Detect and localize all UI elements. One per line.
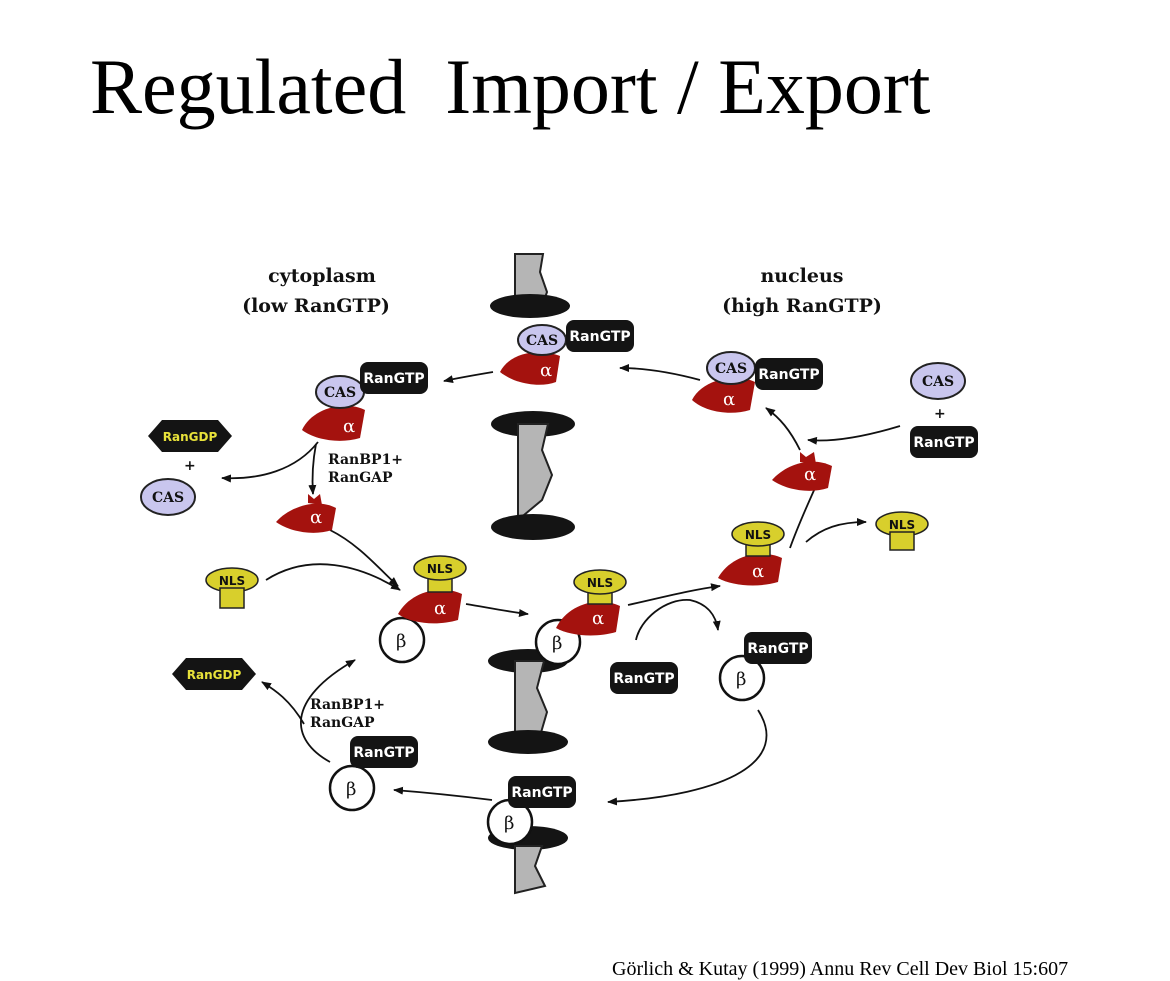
nuclear-pore-middle: [491, 411, 575, 540]
nls-cargo-nucleus: NLS: [875, 511, 929, 551]
rangdp-label: RanGDP: [163, 430, 218, 444]
alpha-symbol: α: [434, 598, 446, 619]
nls-label: NLS: [745, 528, 771, 542]
rangdp-label: RanGDP: [187, 668, 242, 682]
nls-label: NLS: [427, 562, 453, 576]
plus-sign: +: [184, 458, 196, 474]
rangdp-cas-cytoplasm: RanGDP + CAS: [140, 420, 232, 516]
cas-label: CAS: [922, 374, 954, 390]
nls-label: NLS: [889, 518, 915, 532]
free-cas-rangtp-nucleus: CAS + RanGTP: [910, 362, 978, 458]
rangtp-label: RanGTP: [613, 671, 674, 687]
nuclear-pore-top: [490, 253, 570, 318]
rangtp-label: RanGTP: [363, 371, 424, 387]
cas-label: CAS: [324, 385, 356, 401]
rangtp-label: RanGTP: [511, 785, 572, 801]
beta-symbol: β: [504, 813, 514, 834]
rangdp-lower: RanGDP: [172, 658, 256, 690]
rangtp-label: RanGTP: [569, 329, 630, 345]
export-complex-cytoplasm: α CAS RanGTP: [302, 362, 428, 441]
beta-symbol: β: [396, 631, 406, 652]
cas-label: CAS: [152, 490, 184, 506]
cas-label: CAS: [526, 333, 558, 349]
rangtp-label: RanGTP: [913, 435, 974, 451]
beta-symbol: β: [736, 669, 746, 690]
alpha-symbol: α: [723, 389, 735, 410]
nuclear-pore-bottom: [488, 826, 568, 895]
alpha-symbol: α: [540, 360, 552, 381]
beta-symbol: β: [346, 779, 356, 800]
plus-sign: +: [934, 406, 946, 422]
free-importin-alpha-cytoplasm: α: [276, 494, 336, 533]
cas-label: CAS: [715, 361, 747, 377]
ranbp1-label-bottom: RanBP1+: [310, 697, 385, 713]
cytoplasm-label: cytoplasm: [268, 265, 376, 287]
export-complex-nucleus: α CAS RanGTP: [692, 351, 823, 413]
nucleus-subtitle: (high RanGTP): [722, 295, 882, 317]
rangap-label-bottom: RanGAP: [310, 715, 375, 731]
alpha-symbol: α: [343, 416, 355, 437]
nls-cargo-cytoplasm: NLS: [205, 567, 259, 609]
alpha-nls-nucleus: α NLS: [718, 521, 785, 586]
beta-rangtp-pore: β RanGTP: [486, 776, 576, 846]
free-rangtp-nucleus: RanGTP: [610, 662, 678, 694]
alpha-symbol: α: [804, 464, 816, 485]
free-importin-alpha-nucleus: α: [772, 452, 832, 491]
rangtp-label: RanGTP: [353, 745, 414, 761]
rangtp-label: RanGTP: [747, 641, 808, 657]
nucleus-label: nucleus: [760, 265, 843, 287]
rangap-label-top: RanGAP: [328, 470, 393, 486]
cytoplasm-subtitle: (low RanGTP): [242, 295, 390, 317]
pathway-arrows: [221, 364, 901, 806]
ranbp1-label-top: RanBP1+: [328, 452, 403, 468]
beta-symbol: β: [552, 633, 562, 654]
nls-label: NLS: [587, 576, 613, 590]
export-complex-pore: α CAS RanGTP: [500, 320, 634, 385]
nls-label: NLS: [219, 574, 245, 588]
beta-rangtp-nucleus: β RanGTP: [718, 632, 812, 702]
alpha-symbol: α: [752, 561, 764, 582]
alpha-symbol: α: [310, 507, 322, 528]
import-complex-pore: β α NLS: [534, 569, 627, 666]
citation: Görlich & Kutay (1999) Annu Rev Cell Dev…: [612, 958, 1069, 980]
import-complex-cytoplasm: β α NLS: [378, 555, 467, 664]
slide-title: Regulated Import / Export: [90, 43, 931, 130]
alpha-symbol: α: [592, 608, 604, 629]
beta-rangtp-cytoplasm: β RanGTP: [328, 736, 418, 812]
rangtp-label: RanGTP: [758, 367, 819, 383]
